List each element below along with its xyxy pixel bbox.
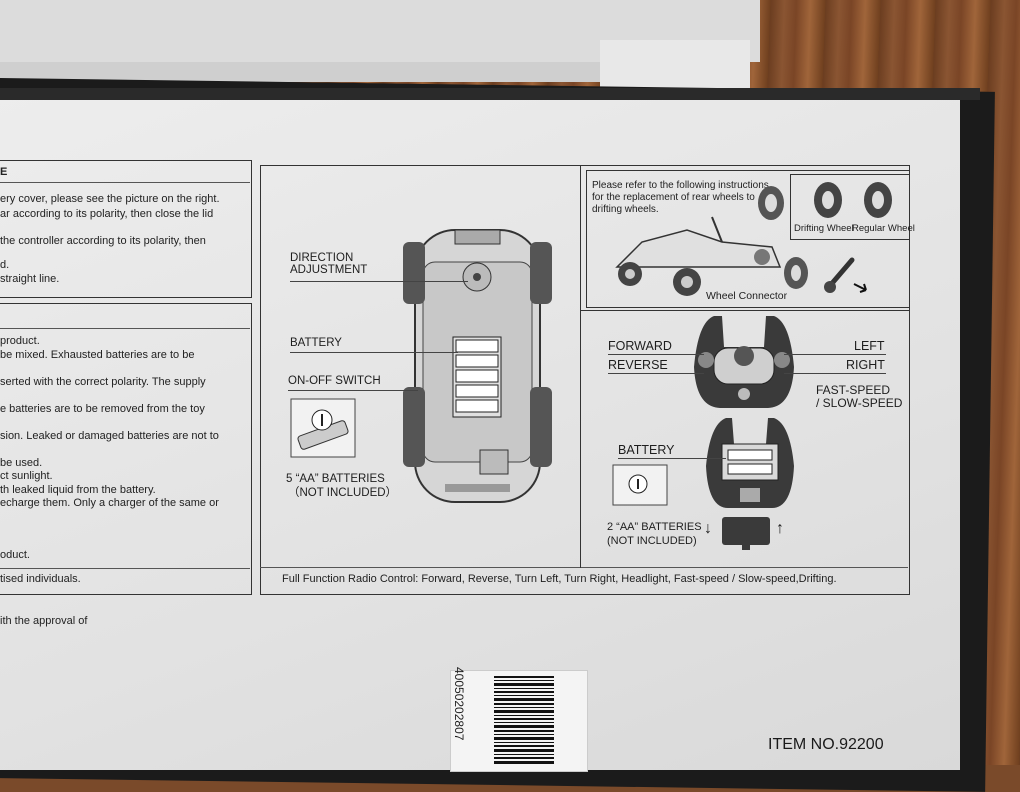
car-not-included-label: （NOT INCLUDED） [288, 487, 398, 499]
left-bottom-line-1: product. [0, 335, 40, 347]
barcode-digits: 40050202807 [452, 667, 466, 741]
barcode-icon [494, 676, 554, 764]
car-battery-label: BATTERY [290, 337, 342, 349]
down-arrow-icon: ↓ [704, 520, 712, 537]
left-approval-text: ith the approval of [0, 615, 88, 627]
left-bottom-line-3: serted with the correct polarity. The su… [0, 376, 206, 388]
controller-front-illustration [694, 316, 794, 408]
left-bottom-line-11: tised individuals. [0, 573, 81, 585]
controller-battery-label: BATTERY [618, 443, 675, 457]
on-off-switch-label: ON-OFF SWITCH [288, 375, 381, 387]
reverse-label: REVERSE [608, 358, 668, 372]
drifting-wheel-label: Drifting Wheel [794, 223, 854, 234]
controller-not-included-label: (NOT INCLUDED) [607, 535, 697, 547]
left-bottom-line-2: be mixed. Exhausted batteries are to be [0, 349, 195, 361]
left-top-line-5: d. [0, 259, 10, 271]
box-top-stripe [0, 88, 980, 100]
left-bottom-line-10: oduct. [0, 549, 30, 561]
left-leader [784, 354, 886, 355]
left-bottom-line-6: be used. [0, 457, 43, 469]
wheel-connector-label: Wheel Connector [706, 290, 788, 302]
controller-aa-batteries-label: 2 “AA” BATTERIES [607, 521, 702, 533]
regular-wheel-label: Regular Wheel [852, 223, 915, 234]
left-bottom-divider-2 [0, 568, 250, 569]
forward-leader [608, 354, 704, 355]
left-bottom-line-7: ct sunlight. [0, 470, 53, 482]
up-arrow-icon: ↑ [776, 520, 784, 537]
left-top-box [0, 160, 252, 298]
battery-cover-illustration [722, 517, 770, 550]
left-label: LEFT [854, 339, 885, 353]
drift-car-illustration [615, 216, 782, 296]
regular-wheel-icon [864, 182, 892, 218]
replacement-wheel-illustration [784, 257, 808, 289]
switch-inset-illustration [290, 398, 356, 458]
left-top-line-6: straight line. [0, 273, 60, 285]
left-bottom-divider [0, 328, 250, 329]
direction-adjustment-label: DIRECTION ADJUSTMENT [290, 252, 368, 276]
left-bottom-line-9: echarge them. Only a charger of the same… [0, 497, 219, 509]
left-bottom-line-4: e batteries are to be removed from the t… [0, 403, 205, 415]
controller-switch-inset [612, 464, 668, 506]
left-top-line-1: E [0, 166, 8, 178]
wheels-frame [586, 170, 909, 308]
direction-adjustment-leader [290, 281, 468, 282]
full-function-text: Full Function Radio Control: Forward, Re… [282, 573, 837, 585]
controller-frame [580, 310, 909, 568]
reverse-leader [608, 373, 704, 374]
on-off-switch-leader [288, 390, 418, 391]
wheel-types-frame [790, 174, 909, 240]
car-battery-leader [290, 352, 458, 353]
footer-divider [260, 567, 908, 568]
left-bottom-line-8: th leaked liquid from the battery. [0, 484, 156, 496]
drifting-wheel-icon [814, 182, 842, 218]
left-top-line-4: the controller according to its polarity… [0, 235, 206, 247]
right-leader [784, 373, 886, 374]
left-bottom-line-5: sion. Leaked or damaged batteries are no… [0, 430, 219, 442]
car-aa-batteries-label: 5 “AA” BATTERIES [286, 473, 385, 485]
controller-battery-leader [618, 458, 726, 459]
car-chassis-illustration [403, 229, 552, 503]
forward-label: FORWARD [608, 339, 672, 353]
left-bottom-box [0, 303, 252, 595]
wheel-instructions-text: Please refer to the following instructio… [592, 180, 769, 215]
loose-wheel-illustration [758, 186, 784, 220]
paper-sheet-small [600, 40, 750, 88]
right-label: RIGHT [846, 358, 885, 372]
controller-back-illustration [706, 418, 794, 508]
item-number: ITEM NO.92200 [768, 736, 884, 753]
fast-slow-speed-label: FAST-SPEED / SLOW-SPEED [816, 383, 903, 410]
left-top-line-3: ar according to its polarity, then close… [0, 208, 214, 220]
left-top-line-2: ery cover, please see the picture on the… [0, 193, 220, 205]
screwdriver-icon [824, 257, 867, 293]
diagram-frame [260, 165, 910, 595]
left-top-divider [0, 182, 250, 183]
